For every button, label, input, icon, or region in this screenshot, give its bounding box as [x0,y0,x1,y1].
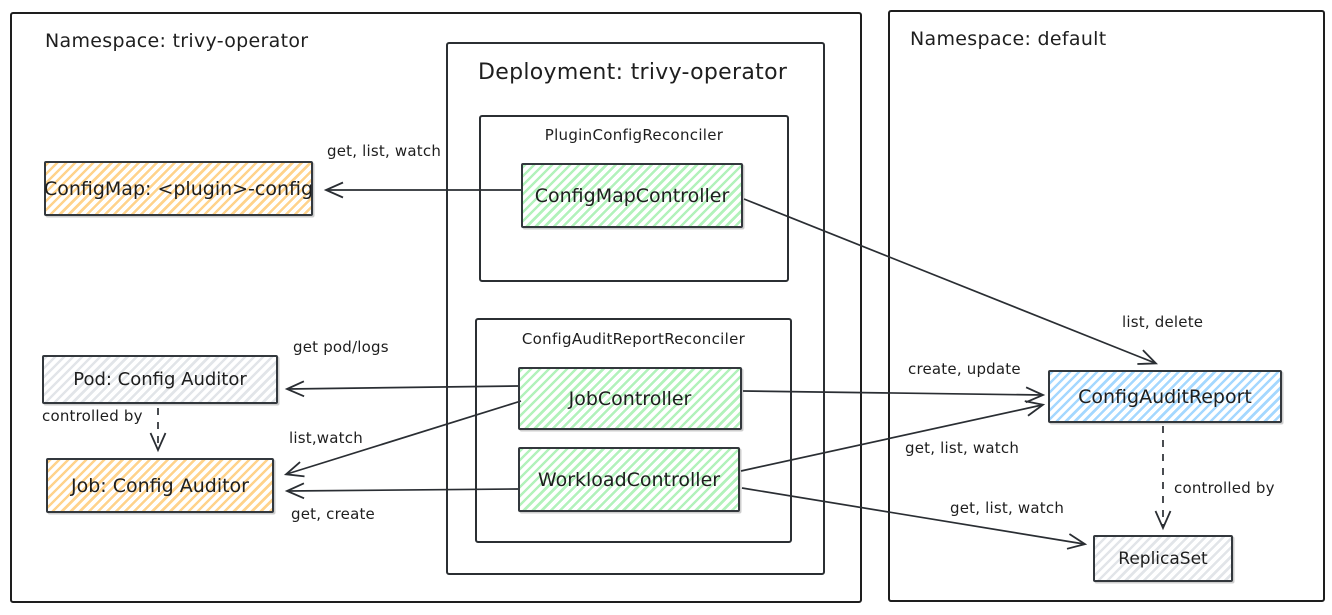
edge-label-create-update: create, update [908,360,1021,378]
edge-label-get-list-watch-car: get, list, watch [905,439,1020,457]
node-configmapcontroller: ConfigMapController [521,163,743,228]
node-pod-config-auditor: Pod: Config Auditor [42,355,278,404]
namespace-default-title: Namespace: default [910,28,1107,50]
deployment-title: Deployment: trivy-operator [478,60,788,85]
edge-label-get-list-watch-configmap: get, list, watch [327,142,442,160]
node-jobcontroller: JobController [518,367,742,430]
edge-label-list-watch: list,watch [289,429,363,447]
node-configauditreport: ConfigAuditReport [1048,370,1282,423]
edge-label-get-list-watch-replicaset: get, list, watch [950,499,1065,517]
config-audit-report-reconciler-title: ConfigAuditReportReconciler [521,330,746,348]
node-workloadcontroller: WorkloadController [518,447,740,512]
edge-label-controlled-by-left: controlled by [42,407,143,425]
edge-label-list-delete: list, delete [1122,313,1204,331]
node-job-config-auditor: Job: Config Auditor [46,458,274,513]
edge-label-get-pod-logs: get pod/logs [293,338,389,356]
node-configmap-plugin-config: ConfigMap: <plugin>-config [44,161,313,216]
edge-label-get-create: get, create [291,505,375,523]
plugin-config-reconciler-title: PluginConfigReconciler [544,126,724,144]
edge-label-controlled-by-right: controlled by [1174,479,1275,497]
namespace-trivy-operator-title: Namespace: trivy-operator [45,30,309,52]
node-replicaset: ReplicaSet [1093,535,1233,582]
